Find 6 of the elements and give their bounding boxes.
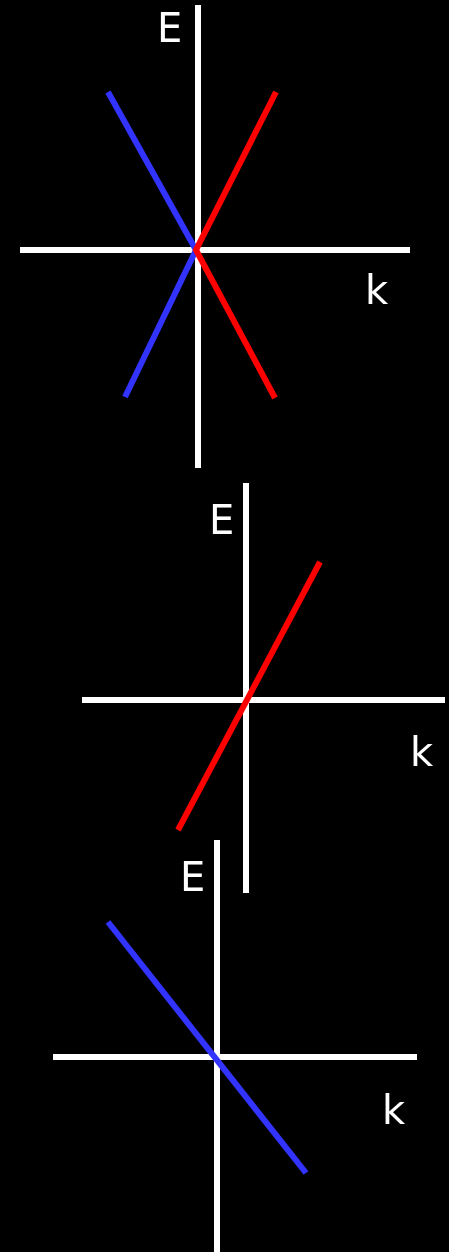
axis-label: k xyxy=(365,270,389,310)
axis-label: E xyxy=(180,857,206,897)
axis-label: E xyxy=(157,8,183,48)
axis-label: E xyxy=(209,500,235,540)
axis-label: k xyxy=(410,732,434,772)
axis-label: k xyxy=(382,1090,406,1130)
